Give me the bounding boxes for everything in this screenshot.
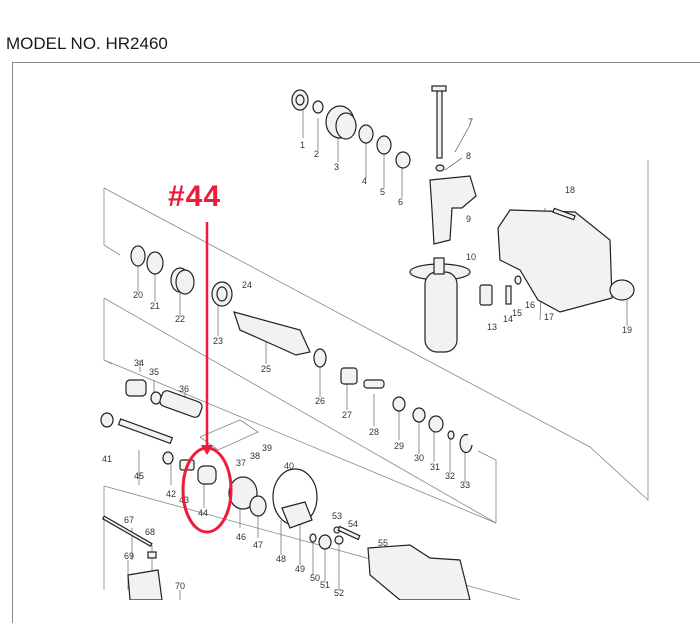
- part-label-19: 19: [622, 325, 632, 335]
- part-label-37: 37: [236, 458, 246, 468]
- part-label-10: 10: [466, 252, 476, 262]
- part-label-47: 47: [253, 540, 263, 550]
- part-label-35: 35: [149, 367, 159, 377]
- part-label-30: 30: [414, 453, 424, 463]
- exploded-parts-diagram: 1 2 3 4 5 6 7 8 9 10 13 14 15 16 17 18 1…: [100, 85, 649, 600]
- part-label-50: 50: [310, 573, 320, 583]
- part-label-40: 40: [284, 461, 294, 471]
- part-label-34: 34: [134, 358, 144, 368]
- part-label-27: 27: [342, 410, 352, 420]
- callout-label: #44: [168, 180, 222, 213]
- part-label-41: 41: [102, 454, 112, 464]
- part-label-9: 9: [466, 214, 471, 224]
- part-label-16: 16: [525, 300, 535, 310]
- part-label-33: 33: [460, 480, 470, 490]
- part-label-4: 4: [362, 176, 367, 186]
- part-label-67: 67: [124, 515, 134, 525]
- part-label-26: 26: [315, 396, 325, 406]
- part-labels: 1 2 3 4 5 6 7 8 9 10 13 14 15 16 17 18 1…: [102, 117, 632, 598]
- part-label-23: 23: [213, 336, 223, 346]
- part-label-51: 51: [320, 580, 330, 590]
- group-bracket-middle: [103, 298, 113, 365]
- part-label-68: 68: [145, 527, 155, 537]
- diagram-frame: [12, 62, 700, 623]
- part-label-14: 14: [503, 314, 513, 324]
- part-label-49: 49: [295, 564, 305, 574]
- part-label-53: 53: [332, 511, 342, 521]
- part-label-13: 13: [487, 322, 497, 332]
- part-label-39: 39: [262, 443, 272, 453]
- part-label-52: 52: [334, 588, 344, 598]
- part-label-38: 38: [250, 451, 260, 461]
- part-label-25: 25: [261, 364, 271, 374]
- part-label-8: 8: [466, 151, 471, 161]
- part-label-5: 5: [380, 187, 385, 197]
- part-label-69: 69: [124, 551, 134, 561]
- part-label-21: 21: [150, 301, 160, 311]
- part-label-36: 36: [179, 384, 189, 394]
- part-label-2: 2: [314, 149, 319, 159]
- part-label-22: 22: [175, 314, 185, 324]
- part-label-32: 32: [445, 471, 455, 481]
- part-label-7: 7: [468, 117, 473, 127]
- part-label-70: 70: [175, 581, 185, 591]
- group-bracket-upper: [103, 188, 121, 256]
- part-label-29: 29: [394, 441, 404, 451]
- part-label-18: 18: [565, 185, 575, 195]
- part-label-45: 45: [134, 471, 144, 481]
- part-label-42: 42: [166, 489, 176, 499]
- part-label-31: 31: [430, 462, 440, 472]
- model-number-title: MODEL NO. HR2460: [6, 34, 168, 53]
- part-label-17: 17: [544, 312, 554, 322]
- part-label-24: 24: [242, 280, 252, 290]
- part-label-6: 6: [398, 197, 403, 207]
- highlight-ellipse: [181, 446, 233, 534]
- part-label-20: 20: [133, 290, 143, 300]
- part-label-3: 3: [334, 162, 339, 172]
- part-label-15: 15: [512, 308, 522, 318]
- part-label-54: 54: [348, 519, 358, 529]
- part-label-46: 46: [236, 532, 246, 542]
- part-label-28: 28: [369, 427, 379, 437]
- part-label-44: 44: [198, 508, 208, 518]
- part-label-1: 1: [300, 140, 305, 150]
- part-label-48: 48: [276, 554, 286, 564]
- part-label-55: 55: [378, 538, 388, 548]
- highlight-annotation: [181, 222, 233, 534]
